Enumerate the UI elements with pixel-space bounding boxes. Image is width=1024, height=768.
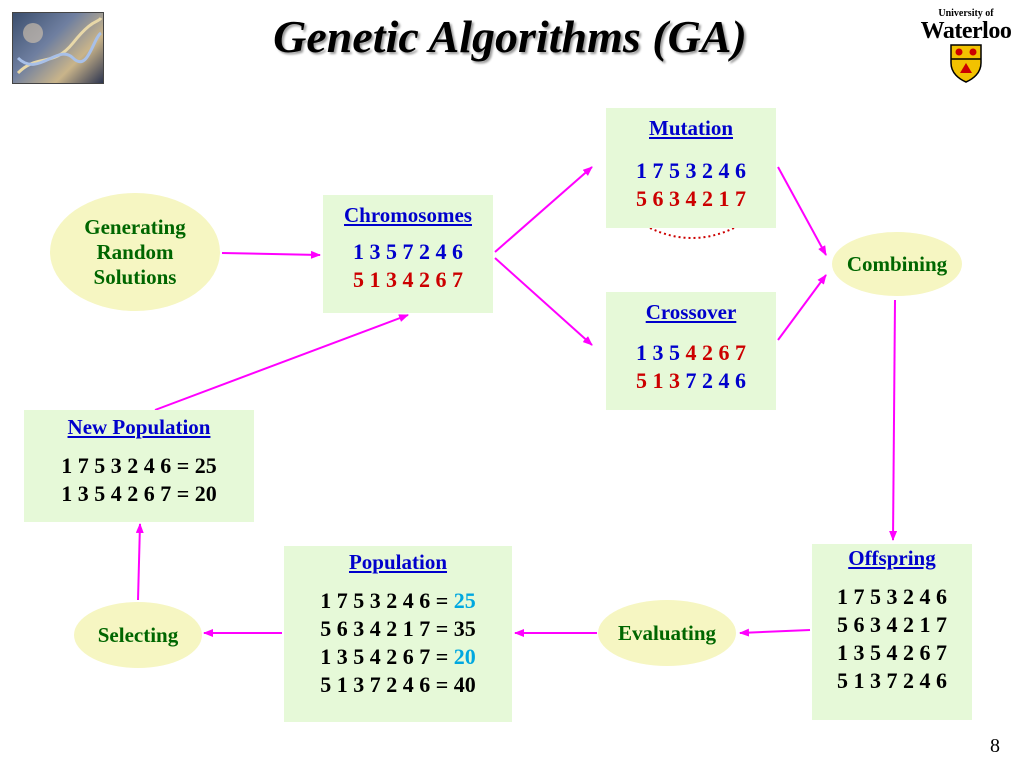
arrow-mutation-to-combining bbox=[777, 166, 827, 256]
new-population-box: New Population 1 7 5 3 2 4 6 = 25 1 3 5 … bbox=[24, 410, 254, 522]
arrow-chromosomes-to-crossover bbox=[494, 257, 593, 346]
node-evaluating: Evaluating bbox=[598, 600, 736, 666]
crossover-box: Crossover 1 3 5 4 2 6 7 5 1 3 7 2 4 6 bbox=[606, 292, 776, 410]
chromosome-row1: 1 3 5 7 2 4 6 bbox=[353, 239, 463, 264]
offspring-box: Offspring 1 7 5 3 2 4 6 5 6 3 4 2 1 7 1 … bbox=[812, 544, 972, 720]
crossover-row1: 1 3 5 4 2 6 7 bbox=[606, 339, 776, 367]
crest-icon bbox=[950, 44, 982, 83]
population-row1-value: 25 bbox=[453, 588, 476, 613]
population-row4-value: 40 bbox=[453, 672, 476, 697]
node-generating: Generating Random Solutions bbox=[50, 193, 220, 311]
arrow-offspring-to-evaluating bbox=[739, 628, 811, 637]
logo-line2: Waterloo bbox=[920, 18, 1012, 44]
offspring-row2: 5 6 3 4 2 1 7 bbox=[837, 612, 947, 637]
new-population-row2: 1 3 5 4 2 6 7 = 20 bbox=[61, 481, 217, 506]
new-population-row1: 1 7 5 3 2 4 6 = 25 bbox=[61, 453, 217, 478]
arrow-chromosomes-to-mutation bbox=[494, 166, 593, 253]
population-row2-seq: 5 6 3 4 2 1 7 = bbox=[320, 616, 454, 641]
dna-image bbox=[12, 12, 104, 84]
arrow-crossover-to-combining bbox=[777, 274, 827, 341]
crossover-row2-part1: 5 1 3 bbox=[636, 368, 680, 393]
chromosome-row2: 5 1 3 4 2 6 7 bbox=[353, 267, 463, 292]
crossover-row2-part2: 7 2 4 6 bbox=[680, 368, 747, 393]
logo-line1: University of bbox=[938, 8, 994, 19]
node-selecting: Selecting bbox=[74, 602, 202, 668]
chromosomes-heading: Chromosomes bbox=[344, 203, 472, 227]
selecting-label: Selecting bbox=[97, 622, 179, 647]
mutation-row1: 1 7 5 3 2 4 6 bbox=[636, 158, 746, 183]
population-heading: Population bbox=[348, 550, 448, 574]
chromosomes-box: Chromosomes 1 3 5 7 2 4 6 5 1 3 4 2 6 7 bbox=[323, 195, 493, 313]
population-row3-seq: 1 3 5 4 2 6 7 = bbox=[320, 644, 454, 669]
offspring-row4: 5 1 3 7 2 4 6 bbox=[837, 668, 947, 693]
new-population-heading: New Population bbox=[67, 415, 211, 439]
mutation-swap-red bbox=[649, 227, 735, 239]
arrow-generating-to-chromosomes bbox=[221, 250, 321, 259]
population-row2: 5 6 3 4 2 1 7 = 35 bbox=[284, 615, 512, 643]
population-row3: 1 3 5 4 2 6 7 = 20 bbox=[284, 643, 512, 671]
university-logo: University of Waterloo bbox=[912, 8, 1020, 86]
crossover-row1-part1: 1 3 5 bbox=[636, 340, 680, 365]
population-row2-value: 35 bbox=[453, 616, 476, 641]
population-row4-seq: 5 1 3 7 2 4 6 = bbox=[320, 672, 454, 697]
population-row4: 5 1 3 7 2 4 6 = 40 bbox=[284, 671, 512, 699]
crossover-heading: Crossover bbox=[645, 300, 737, 324]
arrow-newpop-to-chromosomes bbox=[154, 314, 409, 411]
crossover-row1-part2: 4 2 6 7 bbox=[680, 340, 747, 365]
combining-label: Combining bbox=[846, 251, 948, 276]
mutation-row2: 5 6 3 4 2 1 7 bbox=[636, 186, 746, 211]
arrow-combining-to-offspring bbox=[889, 299, 898, 541]
crossover-row2: 5 1 3 7 2 4 6 bbox=[606, 367, 776, 395]
population-row1: 1 7 5 3 2 4 6 = 25 bbox=[284, 587, 512, 615]
generating-line1: Generating bbox=[84, 214, 186, 239]
page-title: Genetic Algorithms (GA) bbox=[273, 11, 747, 62]
mutation-box: Mutation 1 7 5 3 2 4 6 5 6 3 4 2 1 7 bbox=[606, 108, 776, 228]
population-row3-value: 20 bbox=[453, 644, 476, 669]
dna-helix-icon bbox=[16, 17, 103, 75]
population-box: Population 1 7 5 3 2 4 6 = 25 5 6 3 4 2 … bbox=[284, 546, 512, 722]
offspring-heading: Offspring bbox=[848, 546, 936, 570]
population-row1-seq: 1 7 5 3 2 4 6 = bbox=[320, 588, 454, 613]
generating-line2: Random bbox=[96, 239, 174, 264]
mutation-heading: Mutation bbox=[649, 116, 733, 140]
offspring-row1: 1 7 5 3 2 4 6 bbox=[837, 584, 947, 609]
page-number: 8 bbox=[990, 735, 1000, 757]
evaluating-label: Evaluating bbox=[617, 620, 717, 645]
node-combining: Combining bbox=[832, 232, 962, 296]
offspring-row3: 1 3 5 4 2 6 7 bbox=[837, 640, 947, 665]
arrow-selecting-to-newpop bbox=[135, 523, 144, 601]
generating-line3: Solutions bbox=[93, 264, 177, 289]
